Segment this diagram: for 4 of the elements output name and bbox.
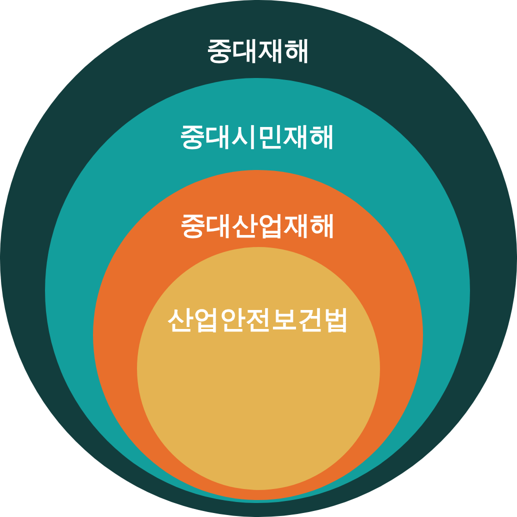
circle-label: 중대재해: [206, 36, 310, 66]
circle-label: 산업안전보건법: [168, 305, 350, 335]
circle-label: 중대시민재해: [180, 122, 336, 152]
circle-label: 중대산업재해: [180, 211, 336, 241]
